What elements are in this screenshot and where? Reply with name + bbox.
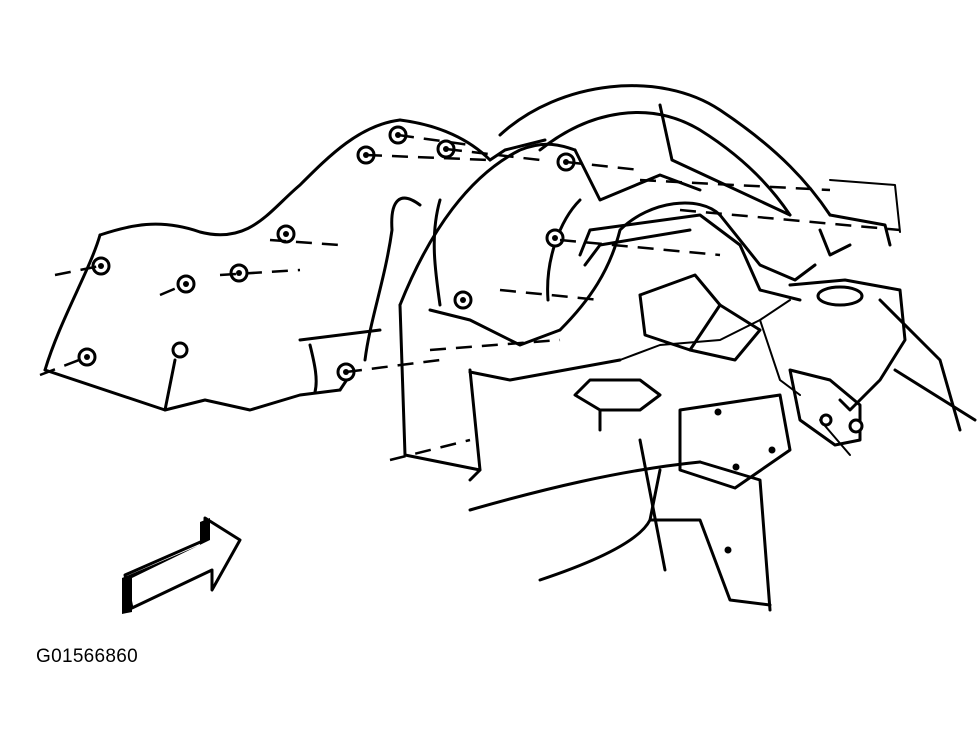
installation-lines (39, 133, 901, 462)
fastener-pin (276, 224, 296, 244)
wheelhouse-liner-panel (43, 118, 547, 412)
frame-structure (468, 213, 977, 612)
fastener-pin (77, 347, 97, 367)
fender-arch (498, 84, 901, 257)
fastener-pin (453, 290, 473, 310)
front-view-arrow-icon (122, 516, 242, 614)
figure-id-label: G01566860 (36, 646, 139, 667)
fastener-pin (171, 341, 189, 359)
fastener-pin (545, 228, 565, 248)
fasteners (77, 125, 576, 382)
fastener-pin (91, 256, 111, 276)
